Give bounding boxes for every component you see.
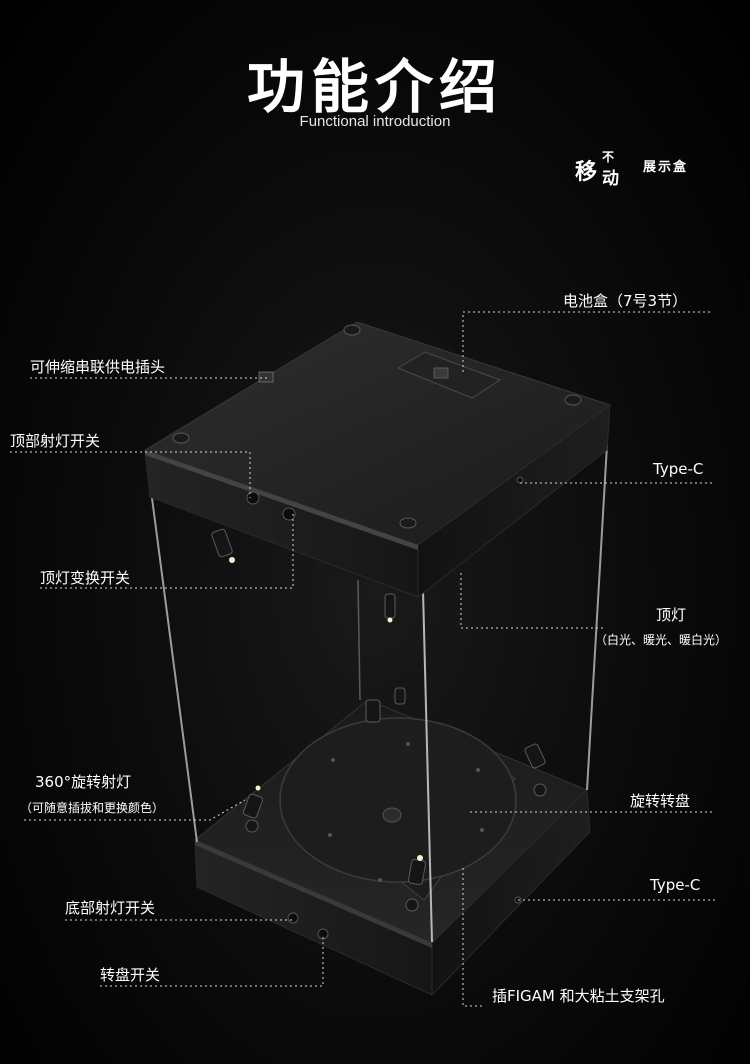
lid-right-face bbox=[417, 403, 611, 599]
base-spotlights bbox=[243, 687, 547, 912]
battery-cover bbox=[396, 351, 502, 399]
top-unit bbox=[143, 321, 612, 599]
brand-char-3: 动 bbox=[602, 169, 619, 189]
spotlight-icon bbox=[365, 699, 381, 723]
base-unit bbox=[194, 699, 591, 997]
spotlight-led bbox=[417, 855, 423, 861]
lid-rim-highlight bbox=[145, 450, 418, 550]
battery-latch bbox=[433, 367, 449, 379]
callout-turntable-switch: 转盘开关 bbox=[100, 966, 161, 984]
callout-turntable: 旋转转盘 bbox=[630, 792, 691, 810]
callout-chain-plug: 可伸缩串联供电插头 bbox=[30, 358, 166, 376]
glass-edge-back bbox=[357, 579, 361, 701]
brand-char-2: 不 bbox=[602, 150, 615, 164]
bottom-spot-switch-hole bbox=[287, 912, 299, 924]
callout-type-c-bottom: Type-C bbox=[650, 876, 701, 894]
callout-top-light-modes: （白光、暖光、暖白光） bbox=[595, 633, 728, 647]
brand-char-1: 移 bbox=[575, 160, 598, 185]
callout-type-c-top: Type-C bbox=[653, 460, 704, 478]
page-subtitle: Functional introduction bbox=[299, 113, 451, 130]
brand-suffix: 展示盒 bbox=[643, 160, 689, 175]
callout-lines bbox=[10, 311, 715, 1007]
glass-edge-front bbox=[422, 589, 433, 943]
turntable-hub bbox=[382, 807, 402, 823]
page-title: 功能介绍 bbox=[246, 53, 503, 121]
callout-battery-box: 电池盒（7号3节） bbox=[563, 292, 688, 310]
top-typec-port bbox=[516, 476, 524, 484]
callout-rotating-spot: 360°旋转射灯 bbox=[35, 773, 132, 791]
callout-bottom-spot-switch: 底部射灯开关 bbox=[65, 899, 156, 917]
top-light-switch-hole bbox=[282, 507, 296, 521]
turntable-disc bbox=[279, 717, 517, 883]
callout-top-light: 顶灯 bbox=[656, 606, 687, 624]
base-right-face bbox=[431, 788, 591, 997]
glass-edge-right bbox=[586, 444, 608, 791]
glass-edge-left bbox=[151, 497, 198, 843]
callout-figure-holes: 插FIGAM 和大粘土支架孔 bbox=[492, 987, 665, 1005]
callout-top-spot-switch: 顶部射灯开关 bbox=[10, 432, 101, 450]
callout-top-light-switch: 顶灯变换开关 bbox=[40, 569, 131, 587]
callout-rotating-spot-note: （可随意插拔和更换颜色） bbox=[20, 801, 165, 815]
brand-logo: 移 不 动 展示盒 bbox=[575, 148, 725, 189]
chain-plug-port bbox=[258, 371, 274, 383]
top-spot-switch-hole bbox=[246, 491, 260, 505]
base-rim-highlight bbox=[195, 840, 432, 948]
